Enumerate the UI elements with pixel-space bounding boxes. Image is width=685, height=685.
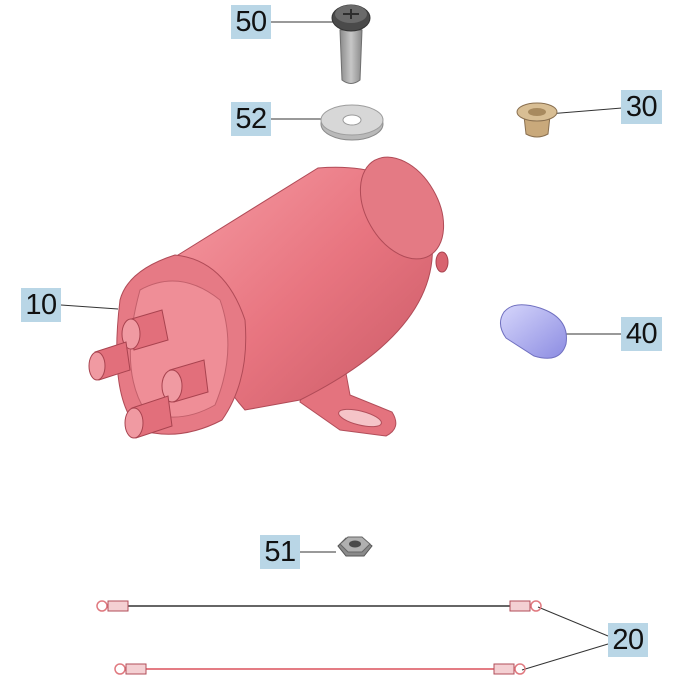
solenoid-part <box>88 156 449 439</box>
callout-52: 52 <box>231 102 271 136</box>
callout-51: 51 <box>260 535 300 569</box>
leader-20a <box>537 606 609 637</box>
callout-30: 30 <box>621 90 662 124</box>
callout-10: 10 <box>21 288 61 322</box>
callout-20: 20 <box>608 623 648 657</box>
cable-part-red <box>114 663 526 675</box>
leader-30 <box>547 107 623 115</box>
leader-10 <box>60 304 119 310</box>
leader-lines <box>60 21 623 671</box>
washer-part <box>320 104 384 141</box>
cap-part <box>500 304 567 359</box>
leader-20b <box>521 643 609 671</box>
bushing-part <box>516 102 558 138</box>
callout-40: 40 <box>621 317 662 351</box>
hex-nut-part <box>337 536 373 557</box>
callout-50: 50 <box>231 5 271 39</box>
screw-part <box>331 4 371 84</box>
cable-part-black <box>96 600 542 612</box>
